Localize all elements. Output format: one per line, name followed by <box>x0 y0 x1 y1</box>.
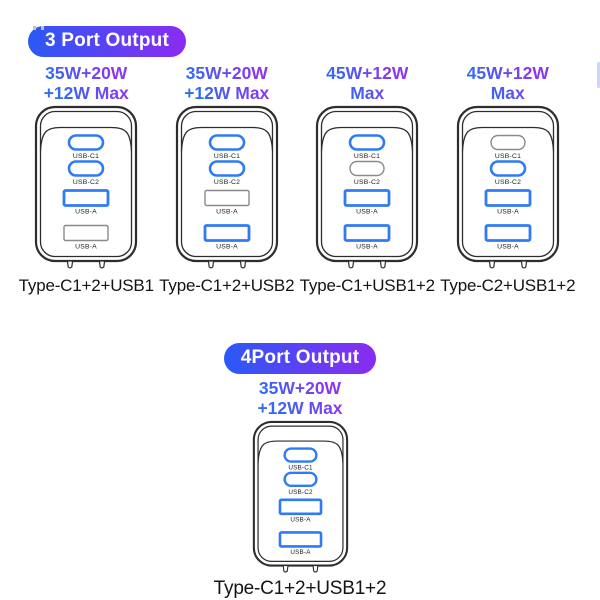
plug-prong <box>282 565 289 573</box>
usb-a2-port-label: USB-A <box>356 244 378 251</box>
usb-a2-port <box>63 224 109 242</box>
power-rating-line2: Max <box>490 82 525 103</box>
charger-faceplate-line <box>321 126 414 152</box>
usb-c1-port-label: USB-C1 <box>354 153 380 160</box>
usb-a2-port <box>484 224 532 242</box>
usb-c1-port-label: USB-C1 <box>214 153 240 160</box>
port-combo-caption: Type-C1+USB1+2 <box>299 276 435 295</box>
usb-c2-port-label: USB-C2 <box>73 179 99 186</box>
three-port-output-badge: 3 Port Output <box>28 26 186 57</box>
power-rating-label: 35W+20W +12W Max <box>257 379 342 419</box>
power-rating-line1: 45W+12W <box>466 63 549 83</box>
cropped-edge-artifact <box>597 62 600 88</box>
plug-prong <box>347 260 355 269</box>
usb-c2-port-label: USB-C2 <box>288 489 313 496</box>
plug-prong <box>66 260 74 269</box>
usb-a2-port-label: USB-A <box>75 244 97 251</box>
plug-prong <box>488 260 496 269</box>
usb-c1-port <box>348 134 386 151</box>
usb-a1-port-label: USB-A <box>497 209 519 216</box>
plug-prong <box>207 260 215 269</box>
power-rating-label: 45W+12W Max <box>467 64 549 104</box>
port-combo-caption: Type-C1+2+USB1+2 <box>213 578 387 599</box>
usb-a2-port <box>343 224 391 242</box>
charger-faceplate-line <box>180 126 273 152</box>
usb-c2-port <box>349 160 385 177</box>
usb-a2-port-label: USB-A <box>497 244 519 251</box>
usb-a1-port-label: USB-A <box>75 209 97 216</box>
usb-a1-port-label: USB-A <box>216 209 238 216</box>
usb-a1-port <box>343 189 391 207</box>
power-rating-label: 45W+12W Max <box>326 64 408 104</box>
charger-faceplate-line <box>40 126 133 152</box>
usb-c2-port <box>208 160 246 177</box>
power-rating-line1: 45W+12W <box>326 63 409 83</box>
power-rating-line1: 35W+20W <box>258 378 342 398</box>
usb-a1-port <box>484 189 532 207</box>
usb-c1-port <box>282 447 318 463</box>
power-rating-line2: +12W Max <box>184 82 270 103</box>
usb-a2-port <box>278 531 322 548</box>
power-rating-line2: +12W Max <box>257 397 343 418</box>
four-port-output-badge: 4Port Output <box>223 343 377 374</box>
power-rating-line1: 35W+20W <box>185 63 268 83</box>
power-rating-line1: 35W+20W <box>45 63 128 83</box>
power-rating-line2: +12W Max <box>43 82 129 103</box>
usb-a1-port-label: USB-A <box>356 209 378 216</box>
plug-prong <box>98 260 106 269</box>
usb-a2-port <box>203 224 251 242</box>
usb-c2-port-label: USB-C2 <box>354 179 380 186</box>
charger-faceplate-line <box>256 440 344 464</box>
cropped-edge-artifact <box>33 26 36 30</box>
charger-inner-outline <box>321 110 414 258</box>
usb-a1-port <box>278 498 322 516</box>
charger-inner-outline <box>256 425 344 562</box>
port-combo-caption: Type-C1+2+USB2 <box>159 276 295 295</box>
charger-faceplate-line <box>461 126 554 152</box>
usb-c2-port <box>489 160 527 177</box>
cropped-edge-artifact <box>41 26 44 30</box>
usb-a1-port <box>204 189 250 207</box>
usb-c1-port-label: USB-C1 <box>73 153 99 160</box>
plug-prong <box>520 260 528 269</box>
port-combo-caption: Type-C1+2+USB1 <box>18 276 154 295</box>
plug-prong <box>379 260 387 269</box>
usb-c1-port <box>490 134 526 151</box>
power-rating-label: 35W+20W +12W Max <box>44 64 129 104</box>
usb-a1-port-label: USB-A <box>290 516 311 523</box>
usb-c2-port-label: USB-C2 <box>214 179 240 186</box>
port-combo-caption: Type-C2+USB1+2 <box>440 276 576 295</box>
usb-a1-port <box>62 189 110 207</box>
power-rating-label: 35W+20W +12W Max <box>184 64 269 104</box>
usb-c1-port <box>67 134 105 151</box>
charger-inner-outline <box>40 110 133 258</box>
usb-a2-port-label: USB-A <box>216 244 238 251</box>
usb-c2-port <box>67 160 105 177</box>
usb-c2-port <box>282 471 318 488</box>
usb-c1-port <box>208 134 246 151</box>
power-rating-line2: Max <box>350 82 385 103</box>
charger-inner-outline <box>180 110 273 258</box>
usb-c1-port-label: USB-C1 <box>288 465 313 472</box>
charger-inner-outline <box>461 110 554 258</box>
plug-prong <box>239 260 247 269</box>
usb-c2-port-label: USB-C2 <box>495 179 521 186</box>
usb-a2-port-label: USB-A <box>290 549 311 556</box>
plug-prong <box>311 565 318 573</box>
usb-c1-port-label: USB-C1 <box>495 153 521 160</box>
